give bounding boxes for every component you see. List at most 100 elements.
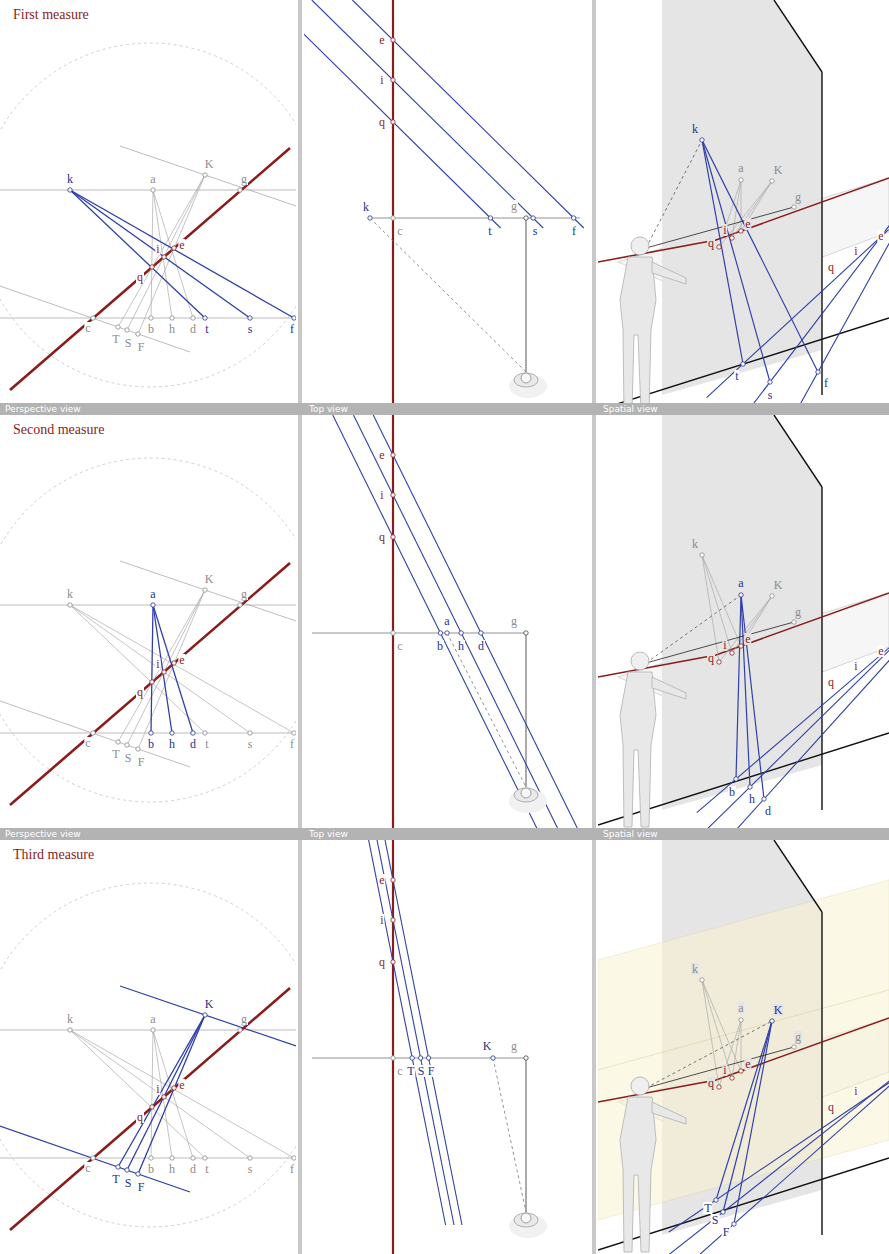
point-marker — [203, 316, 207, 320]
point-label: h — [168, 1163, 176, 1175]
projection-line — [70, 605, 250, 733]
view-panel — [304, 0, 584, 403]
point-marker — [438, 631, 442, 635]
projection-line — [741, 595, 764, 799]
projection-line — [702, 555, 732, 653]
construction-circle — [0, 458, 296, 802]
projection-line — [153, 1030, 172, 1158]
point-label: T — [111, 333, 120, 345]
point-marker — [391, 120, 395, 124]
point-label: T — [406, 1065, 415, 1077]
point-label: f — [571, 225, 577, 237]
point-marker — [741, 362, 745, 366]
point-label: S — [417, 1065, 426, 1077]
projection-line — [732, 181, 772, 238]
point-label: q — [136, 1111, 144, 1123]
point-marker — [491, 1056, 495, 1060]
point-label: f — [289, 1163, 295, 1175]
point-label: e — [178, 654, 185, 666]
sight-line — [646, 1021, 772, 1088]
point-label: e — [378, 449, 385, 461]
point-label: q — [827, 261, 835, 273]
point-marker — [391, 878, 395, 882]
point-label: S — [711, 1214, 720, 1226]
point-label: g — [510, 200, 518, 212]
point-label: e — [744, 218, 751, 230]
point-marker — [116, 740, 120, 744]
sight-line — [646, 595, 741, 663]
point-label: c — [396, 640, 403, 652]
point-marker — [172, 246, 176, 250]
view-panel — [0, 43, 296, 390]
point-marker — [238, 1028, 242, 1032]
point-label: q — [378, 956, 386, 968]
point-label: b — [728, 786, 736, 798]
point-label: b — [436, 640, 444, 652]
horizon-trace — [370, 218, 580, 219]
point-label: h — [457, 640, 465, 652]
point-label: K — [204, 158, 215, 170]
point-marker — [714, 1198, 718, 1202]
point-marker — [792, 1045, 796, 1049]
point-label: h — [168, 738, 176, 750]
point-marker — [68, 1028, 72, 1032]
ground-line — [673, 1008, 889, 1254]
horizon-line — [0, 605, 296, 606]
point-marker — [203, 731, 207, 735]
point-marker — [739, 644, 743, 648]
sight-line — [447, 633, 526, 787]
point-label: s — [247, 1163, 254, 1175]
point-label: c — [84, 1162, 91, 1174]
point-marker — [292, 1156, 296, 1160]
measure-line — [0, 286, 190, 352]
point-marker — [238, 603, 242, 607]
projection-line — [741, 1020, 742, 1071]
point-label: i — [853, 660, 858, 672]
principal-ray — [646, 1047, 794, 1088]
point-marker — [391, 960, 395, 964]
ground-line — [669, 1072, 889, 1232]
point-marker — [170, 731, 174, 735]
point-marker — [792, 205, 796, 209]
point-marker — [191, 316, 195, 320]
point-marker — [391, 216, 395, 220]
projection-line — [719, 1020, 741, 1087]
point-label: T — [111, 1173, 120, 1185]
point-label: e — [744, 1058, 751, 1070]
point-label: K — [204, 573, 215, 585]
point-label: c — [84, 737, 91, 749]
point-label: e — [877, 230, 884, 242]
observer-head — [631, 652, 649, 670]
point-label: c — [396, 1065, 403, 1077]
point-label: d — [189, 1163, 197, 1175]
projection-line — [70, 190, 250, 318]
point-marker — [238, 188, 242, 192]
viewer-head — [521, 788, 531, 798]
picture-plane — [662, 415, 822, 810]
observer-figure — [620, 1097, 656, 1252]
construction-circle — [0, 43, 296, 387]
point-label: b — [147, 738, 155, 750]
point-marker — [391, 918, 395, 922]
projection-line — [741, 596, 772, 646]
view-panel — [0, 458, 296, 805]
projection-line — [127, 1015, 205, 1170]
projection-line — [153, 1030, 193, 1158]
point-label: s — [532, 225, 539, 237]
view-panel — [598, 840, 889, 1254]
view-panel — [598, 415, 889, 828]
projection-line — [70, 1030, 250, 1158]
point-marker — [136, 1172, 140, 1176]
point-label: q — [378, 531, 386, 543]
point-marker — [150, 680, 154, 684]
panel-title: Third measure — [12, 848, 95, 862]
viewer-shoulders — [514, 1213, 538, 1227]
ground-line — [734, 193, 889, 403]
point-label: d — [477, 640, 485, 652]
point-marker — [770, 1019, 774, 1023]
projection-line — [127, 590, 205, 745]
viewer-shadow — [509, 1214, 547, 1238]
point-label: q — [136, 686, 144, 698]
point-marker — [150, 265, 154, 269]
projection-line — [138, 175, 205, 334]
